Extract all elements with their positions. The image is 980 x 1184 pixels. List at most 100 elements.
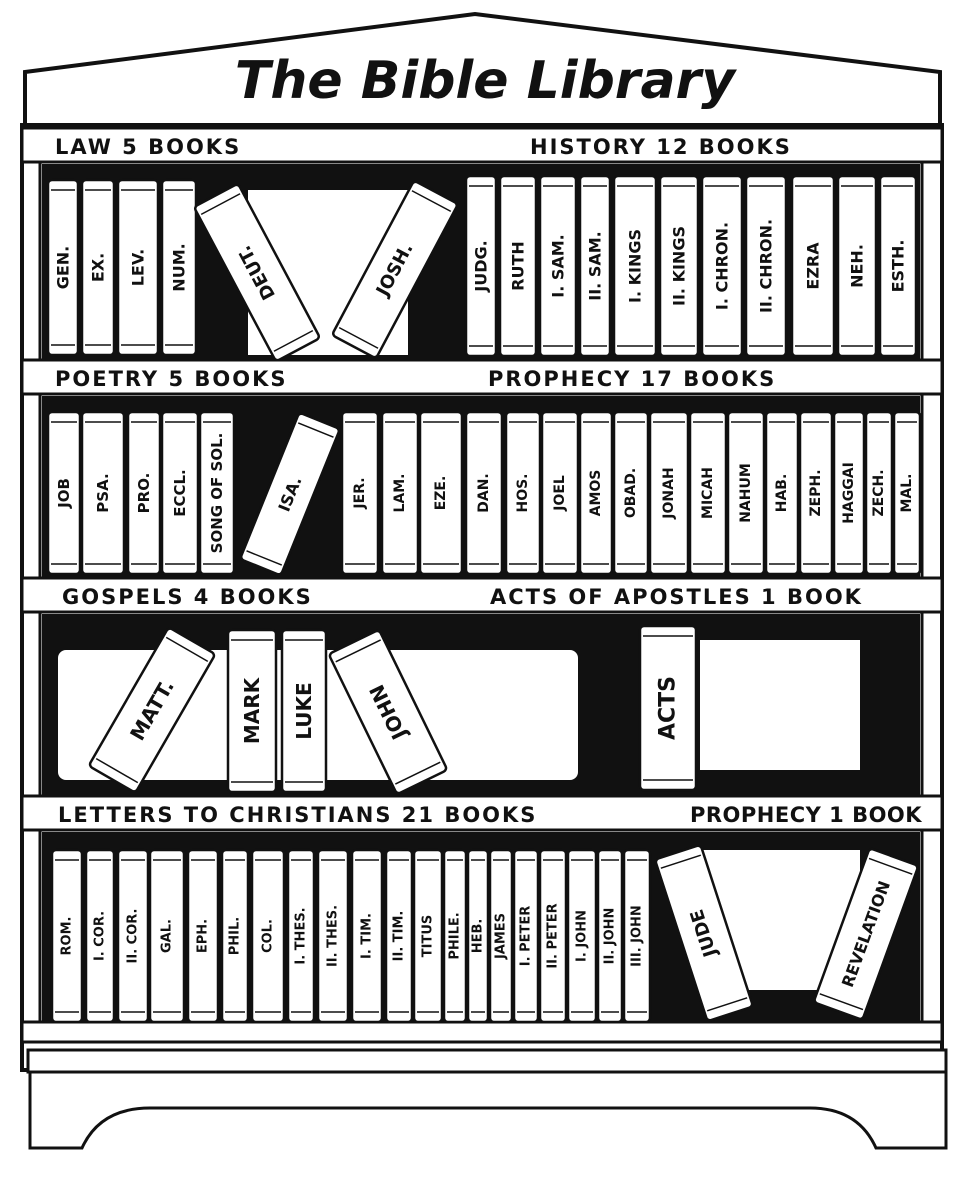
book-label: SONG OF SOL.: [208, 433, 226, 554]
book-haggai: HAGGAI: [832, 410, 866, 576]
shelf-label-revelation: PROPHECY 1 BOOK: [690, 803, 922, 827]
book-label: ROM.: [60, 917, 75, 956]
book-label: DAN.: [476, 473, 492, 513]
book-label: NAHUM: [738, 463, 754, 523]
bookcase-base: [28, 1070, 948, 1150]
book-gal: GAL.: [148, 848, 186, 1024]
book-label: MARK: [240, 676, 264, 744]
book-label: I. THES.: [294, 907, 309, 964]
book-luke: LUKE: [280, 628, 328, 794]
book-label: ACTS: [656, 676, 681, 740]
book-acts: ACTS: [638, 624, 698, 792]
book-lam: LAM.: [380, 410, 420, 576]
back-wall-3b: [700, 640, 860, 770]
book-label: JOB: [55, 478, 73, 509]
book-label: II. TIM.: [392, 911, 407, 962]
shelf-label-acts: ACTS OF APOSTLES 1 BOOK: [490, 585, 863, 609]
book-label: GEN.: [54, 246, 73, 290]
book-i-thes: I. THES.: [286, 848, 316, 1024]
shelf-label-poetry: POETRY 5 BOOKS: [55, 367, 287, 391]
book-zeph: ZEPH.: [798, 410, 834, 576]
book-hab: HAB.: [764, 410, 800, 576]
book-neh: NEH.: [836, 174, 878, 358]
book-label: COL.: [261, 919, 276, 953]
book-ii-cor: II. COR.: [116, 848, 150, 1024]
book-label: II. CHRON.: [757, 219, 776, 313]
page-title: The Bible Library: [235, 51, 737, 111]
book-john: JOHN: [328, 629, 448, 795]
book-label: MAL.: [899, 473, 915, 512]
bottom-shelf: [20, 1020, 944, 1044]
book-label: NUM.: [170, 243, 189, 291]
book-i-kings: I. KINGS: [612, 174, 658, 358]
book-label: NEH.: [848, 244, 867, 288]
book-label: LUKE: [292, 682, 316, 739]
book-lev: LEV.: [116, 178, 160, 357]
book-label: HOS.: [515, 473, 531, 512]
shelf-label-letters: LETTERS TO CHRISTIANS 21 BOOKS: [58, 803, 537, 827]
book-titus: TITUS: [412, 848, 444, 1024]
book-label: I. KINGS: [626, 229, 645, 303]
book-nahum: NAHUM: [726, 410, 766, 576]
book-deut: DEUT.: [194, 183, 320, 362]
book-i-cor: I. COR.: [84, 848, 116, 1024]
book-label: JUDG.: [472, 240, 491, 292]
book-mal: MAL.: [892, 410, 922, 576]
book-eze: EZE.: [418, 410, 464, 576]
book-label: JONAH: [661, 467, 677, 519]
book-label: II. JOHN: [603, 908, 618, 965]
book-label: JOEL: [552, 475, 568, 512]
book-label: II. KINGS: [670, 226, 689, 306]
book-label: EZRA: [804, 242, 823, 290]
book-label: LAM.: [392, 473, 408, 512]
book-zech: ZECH.: [864, 410, 894, 576]
book-matt: MATT.: [88, 627, 216, 793]
book-heb: HEB.: [466, 848, 490, 1024]
book-ii-tim: II. TIM.: [384, 848, 414, 1024]
book-label: EPH.: [196, 919, 211, 953]
book-eccl: ECCL.: [160, 410, 200, 576]
book-i-tim: I. TIM.: [350, 848, 384, 1024]
book-obad: OBAD.: [612, 410, 650, 576]
book-phile: PHILE.: [442, 848, 468, 1024]
book-label: I. TIM.: [360, 913, 375, 959]
book-psa: PSA.: [80, 410, 126, 576]
book-label: I. COR.: [93, 911, 108, 961]
shelf-label-history: HISTORY 12 BOOKS: [530, 135, 792, 159]
book-mark: MARK: [226, 628, 278, 794]
shelf-label-prophecy: PROPHECY 17 BOOKS: [488, 367, 776, 391]
shelf-rail-2: POETRY 5 BOOKS PROPHECY 17 BOOKS: [20, 358, 944, 396]
book-micah: MICAH: [688, 410, 728, 576]
book-num: NUM.: [160, 178, 198, 357]
book-label: I. CHRON.: [713, 222, 732, 310]
book-amos: AMOS: [578, 410, 614, 576]
book-label: II. COR.: [126, 909, 141, 964]
book-iii-john: III. JOHN: [622, 848, 652, 1024]
book-isa: ISA.: [239, 412, 341, 576]
book-james: JAMES: [488, 848, 514, 1024]
book-pro: PRO.: [126, 410, 162, 576]
book-label: RUTH: [509, 241, 528, 291]
book-ii-chron: II. CHRON.: [744, 174, 788, 358]
book-label: II. SAM.: [586, 231, 605, 300]
book-judg: JUDG.: [464, 174, 498, 358]
book-label: I. JOHN: [575, 910, 590, 962]
book-joel: JOEL: [540, 410, 580, 576]
book-job: JOB: [46, 410, 82, 576]
book-label: ESTH.: [889, 240, 908, 293]
book-label: GAL.: [160, 919, 175, 953]
shelf-rail-4: LETTERS TO CHRISTIANS 21 BOOKS PROPHECY …: [20, 794, 944, 832]
book-label: ZEPH.: [808, 469, 824, 516]
book-i-chron: I. CHRON.: [700, 174, 744, 358]
book-ezra: EZRA: [790, 174, 836, 358]
book-label: PHIL.: [228, 917, 243, 955]
bookcase-roof: [23, 11, 942, 127]
book-gen: GEN.: [46, 178, 80, 357]
book-label: ECCL.: [171, 469, 189, 517]
base-trim: [26, 1048, 948, 1074]
book-col: COL.: [250, 848, 286, 1024]
book-label: PSA.: [94, 473, 112, 512]
book-jude: JUDE: [654, 844, 754, 1022]
